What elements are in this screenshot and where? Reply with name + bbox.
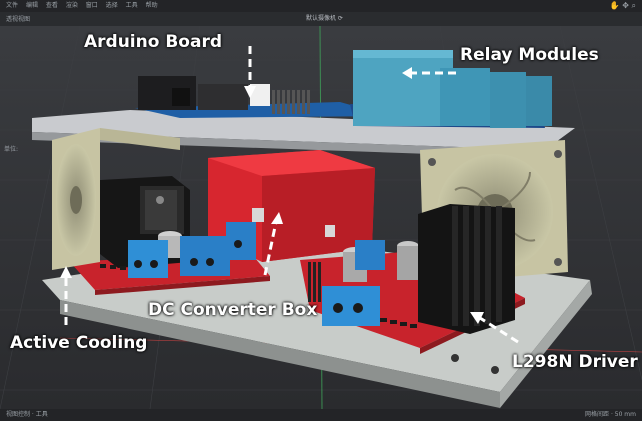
label-l298n-driver: L298N Driver (512, 352, 638, 372)
label-relay-modules: Relay Modules (460, 45, 599, 65)
label-active-cooling: Active Cooling (10, 333, 147, 353)
status-left: 视图控制 · 工具 (6, 409, 48, 421)
label-dc-converter-box: DC Converter Box (148, 300, 317, 320)
label-arduino-board: Arduino Board (84, 32, 222, 52)
status-bar: 视图控制 · 工具 网格间距 · 50 mm (0, 409, 642, 421)
status-right: 网格间距 · 50 mm (585, 409, 636, 421)
l298n-heatsink (418, 204, 515, 334)
side-panel-label: 单位: (4, 144, 18, 153)
